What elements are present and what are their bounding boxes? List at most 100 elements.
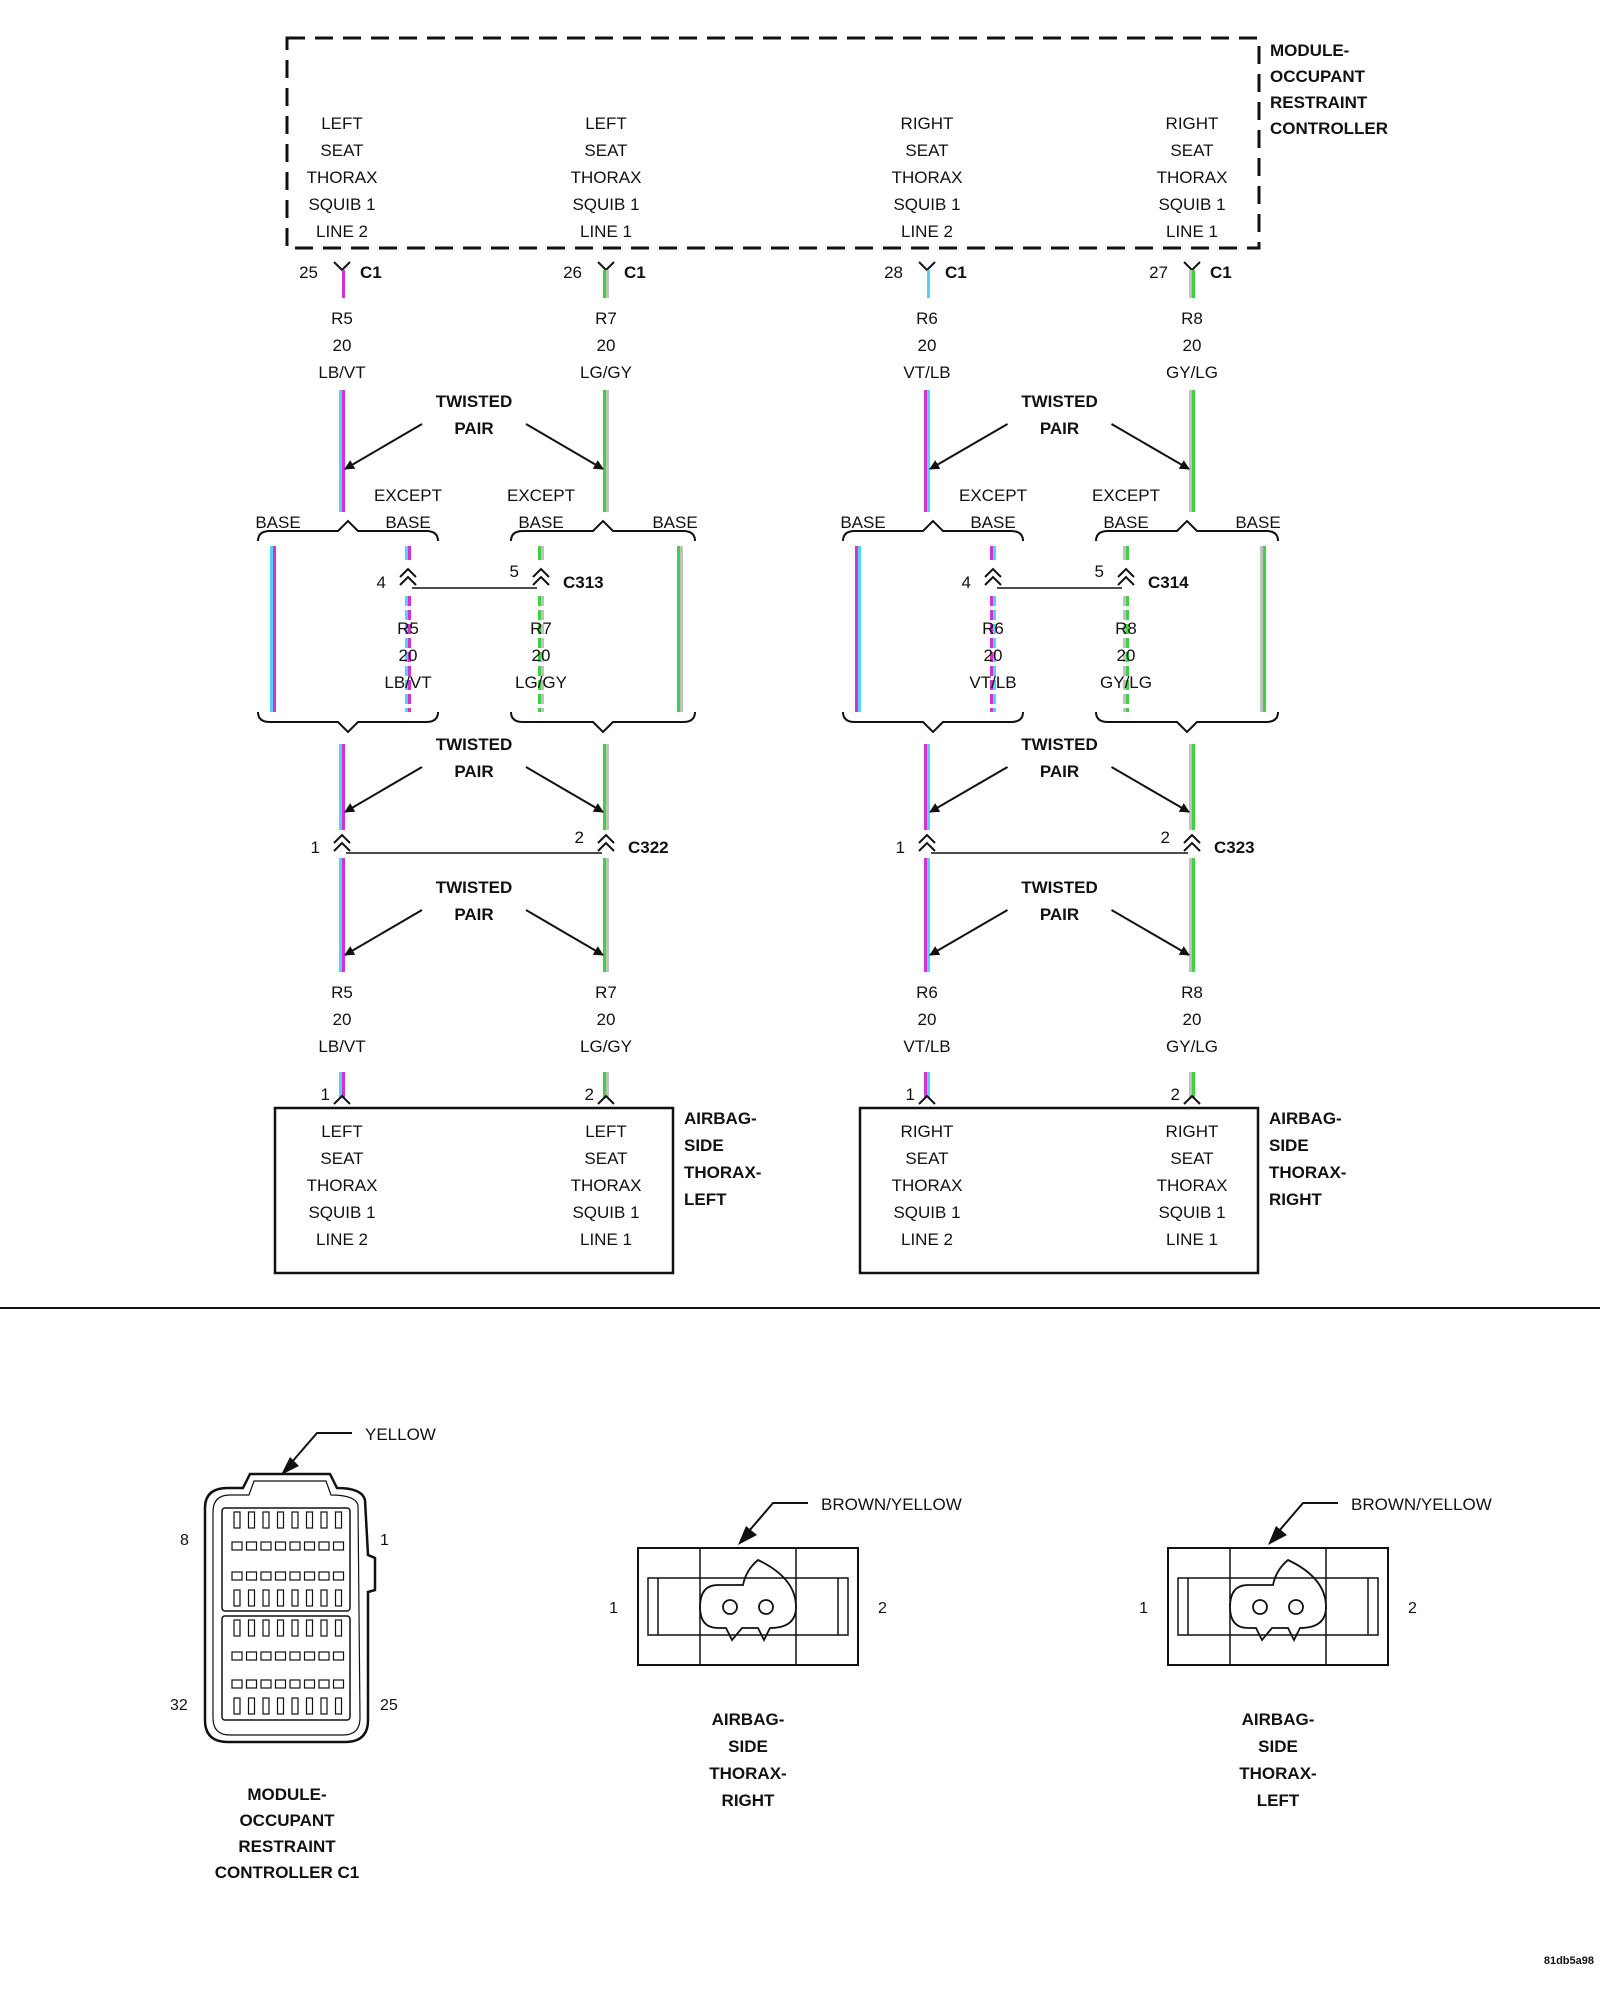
left-wire-b-bottom-circuit: R7 — [595, 983, 617, 1002]
c1-pin-1: 1 — [380, 1532, 389, 1549]
airbag_right-terminal-2 — [758, 1599, 774, 1615]
right-wire-a-bottom-color: VT/LB — [903, 1037, 950, 1056]
left-wire-b-top-circuit: R7 — [595, 309, 617, 328]
airbag-right-col2-line-2: THORAX — [1157, 1176, 1228, 1195]
left-wire-b-mid — [603, 744, 609, 830]
module-circuit-2-line-4: LINE 2 — [901, 222, 953, 241]
module-circuit-1-line-3: SQUIB 1 — [572, 195, 639, 214]
airbag_right-leader — [742, 1502, 808, 1539]
left-twisted-top-arrow-right — [525, 423, 604, 470]
left-airbag-pin-b-chevron — [597, 1094, 615, 1105]
c1-terminal-b0-r1-c1 — [245, 1541, 258, 1551]
c1-terminal-b1-r2-c7 — [332, 1679, 345, 1689]
right-wire-b-top-color: GY/LG — [1166, 363, 1218, 382]
right-module-pin-1-number: 27 — [1149, 263, 1168, 282]
right-airbag-pin-a-chevron — [918, 1094, 936, 1105]
left-except-conn-b-a — [532, 567, 550, 578]
left-base-wire-a — [270, 546, 276, 712]
module-circuit-2-line-1: SEAT — [905, 141, 948, 160]
left-airbag-stub-b — [603, 1072, 609, 1098]
airbag-left-col1-line-1: SEAT — [320, 1149, 363, 1168]
airbag_right-body — [637, 1547, 859, 1666]
module-circuit-2-line-0: RIGHT — [901, 114, 954, 133]
module-circuit-0-line-0: LEFT — [321, 114, 363, 133]
c1-lower-cavity — [221, 1615, 351, 1721]
right-module-pin-1-connector: C1 — [1210, 263, 1232, 282]
right-twisted-top-label-twisted: TWISTED — [1021, 392, 1098, 411]
left-main-conn-a-a — [333, 833, 351, 844]
left-main-pin-a: 1 — [311, 838, 320, 857]
left-wire-a-bottom-gauge: 20 — [333, 1010, 352, 1029]
left-except-conn-a-a — [399, 567, 417, 578]
airbag_left-title-2: THORAX- — [1239, 1764, 1316, 1783]
module-circuit-2-line-2: THORAX — [892, 168, 963, 187]
airbag-right-col1-line-4: LINE 2 — [901, 1230, 953, 1249]
module-circuit-3-line-4: LINE 1 — [1166, 222, 1218, 241]
airbag-left-col1-line-4: LINE 2 — [316, 1230, 368, 1249]
right-main-conn-a-b — [918, 841, 936, 852]
left-module-pin-1-connector: C1 — [624, 263, 646, 282]
right-twisted-mid-label-twisted: TWISTED — [1021, 735, 1098, 754]
c1-terminal-b1-r3-c1 — [247, 1697, 256, 1715]
module-title-line-2: OCCUPANT — [1270, 67, 1366, 86]
airbag_left-leader — [1272, 1502, 1338, 1539]
right-main-conn-a-a — [918, 833, 936, 844]
airbag_left-color-label: BROWN/YELLOW — [1351, 1495, 1492, 1514]
airbag_right-arrowhead — [738, 1526, 757, 1545]
right-except-conn-b-a — [1117, 567, 1135, 578]
left-main-conn-name: C322 — [628, 838, 669, 857]
left-airbag-pin-a: 1 — [321, 1085, 330, 1104]
c1-terminal-b0-r2-c4 — [289, 1571, 301, 1581]
right-main-pin-a: 1 — [896, 838, 905, 857]
c1-pin-8: 8 — [180, 1532, 189, 1549]
airbag-side-thorax-right: AIRBAG- SIDE THORAX- RIGHT RIGHTSEATTHOR… — [858, 1106, 1346, 1275]
right-except-conn-name: C314 — [1148, 573, 1189, 592]
left-module-pin-0-chevron — [333, 261, 351, 272]
c1-terminal-b1-r2-c0 — [231, 1679, 243, 1689]
c1-terminal-b0-r0-c1 — [247, 1511, 256, 1529]
airbag_left-body — [1167, 1547, 1389, 1666]
right-wire-a-bottom-gauge: 20 — [918, 1010, 937, 1029]
airbag-right-col1-line-3: SQUIB 1 — [893, 1203, 960, 1222]
airbag_right-inner — [647, 1577, 849, 1636]
c1-title-3: RESTRAINT — [238, 1837, 336, 1856]
right-except-pin-b: 5 — [1095, 562, 1104, 581]
c1-terminal-b0-r2-c1 — [245, 1571, 258, 1581]
right-except-wire-b — [1123, 596, 1129, 712]
right-except-conn-a-b — [984, 575, 1002, 586]
left-except-b-1: EXCEPT — [507, 486, 575, 505]
left-wire-a-lower — [339, 858, 345, 972]
left-module-pin-0-number: 25 — [299, 263, 318, 282]
c1-title-4: CONTROLLER C1 — [215, 1863, 360, 1882]
right-wire-a-top-gauge: 20 — [918, 336, 937, 355]
airbag-left-col2-line-0: LEFT — [585, 1122, 627, 1141]
right-except-conn-a-a — [984, 567, 1002, 578]
left-twisted-top-label-pair: PAIR — [454, 419, 493, 438]
right-module-pin-0-chevron — [918, 261, 936, 272]
right-brace-bottom-left — [842, 711, 1024, 734]
c1-terminal-b1-r1-c7 — [332, 1651, 345, 1661]
c1-terminal-b1-r0-c7 — [334, 1619, 343, 1637]
left-except-b-label-circuit: R7 — [530, 619, 552, 638]
right-module-stub-0 — [927, 270, 930, 298]
left-except-a-1: EXCEPT — [374, 486, 442, 505]
c1-terminal-b0-r1-c6 — [318, 1541, 330, 1551]
right-except-a-label-gauge: 20 — [984, 646, 1003, 665]
right-except-b-1: EXCEPT — [1092, 486, 1160, 505]
c1-terminal-b1-r0-c0 — [233, 1619, 241, 1637]
airbag-left-outline — [273, 1106, 675, 1275]
right-airbag-stub-b — [1189, 1072, 1195, 1098]
left-except-conn-a-b — [399, 575, 417, 586]
c1-terminal-b0-r2-c6 — [318, 1571, 330, 1581]
left-brace-bottom-left — [257, 711, 439, 734]
c1-terminal-b0-r3-c7 — [334, 1589, 343, 1607]
c1-terminal-b0-r3-c1 — [247, 1589, 256, 1607]
c1-terminal-b1-r2-c5 — [303, 1679, 316, 1689]
right-twisted-bottom-arrow-right — [1110, 909, 1190, 956]
c1-terminal-b0-r3-c4 — [291, 1589, 299, 1607]
left-wire-b-lower — [603, 858, 609, 972]
right-base-wire-b — [1260, 546, 1266, 712]
